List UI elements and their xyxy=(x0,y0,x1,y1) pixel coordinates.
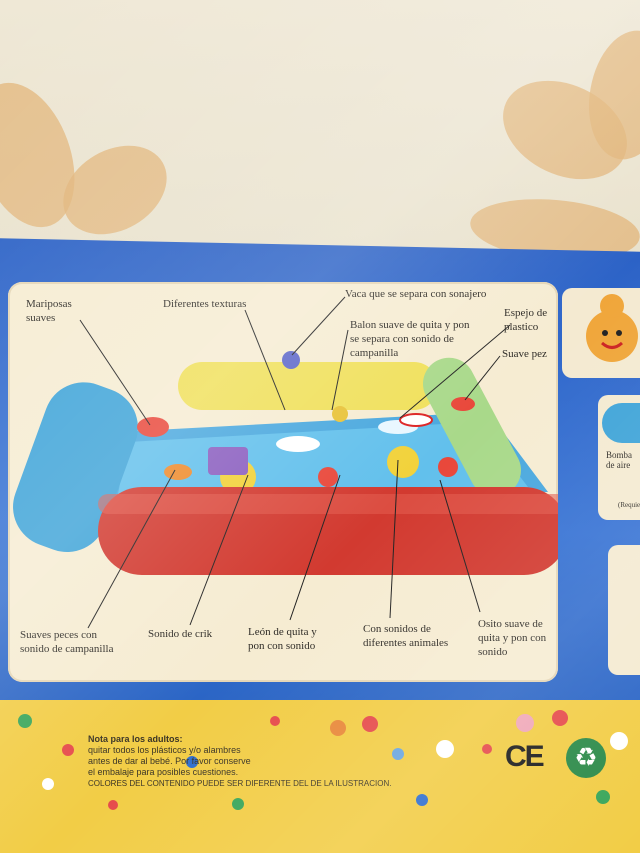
label-balon: Balon suave de quita y pon se separa con… xyxy=(350,319,470,359)
side-card-middle: Bomba de aire (Requie xyxy=(598,395,640,520)
label-mariposas: Mariposas suaves xyxy=(26,298,72,324)
label-pez: Suave pez xyxy=(502,348,547,360)
note-line: el embalaje para posibles cuestiones. xyxy=(88,767,239,777)
label-crik: Sonido de crik xyxy=(148,628,213,640)
confetti-dot xyxy=(552,710,568,726)
confetti-dot xyxy=(62,744,74,756)
confetti-dot xyxy=(516,714,534,732)
confetti-dot xyxy=(270,716,280,726)
playmat-illustration xyxy=(13,351,558,575)
confetti-dot xyxy=(108,800,118,810)
label-requiere: (Requie xyxy=(618,501,640,509)
illustration-panel xyxy=(8,282,558,682)
label-leon: León de quita y pon con sonido xyxy=(248,626,317,652)
confetti-dot xyxy=(596,790,610,804)
label-peces: Suaves peces con sonido de campanilla xyxy=(20,629,114,655)
confetti-dot xyxy=(186,756,198,768)
confetti-dot xyxy=(42,778,54,790)
note-heading: Nota para los adultos: xyxy=(88,734,183,744)
confetti-dot xyxy=(362,716,378,732)
confetti-dot xyxy=(436,740,454,758)
recycle-icon: ♻ xyxy=(566,738,606,778)
label-osito: Osito suave de quita y pon con sonido xyxy=(478,618,547,658)
label-animales: Con sonidos de diferentes animales xyxy=(363,623,449,649)
label-vaca: Vaca que se separa con sonajero xyxy=(345,288,487,300)
confetti-dot xyxy=(330,720,346,736)
confetti-dot xyxy=(482,744,492,754)
confetti-dot xyxy=(18,714,32,728)
note-line: COLORES DEL CONTENIDO PUEDE SER DIFERENT… xyxy=(88,779,392,788)
sun-face-icon xyxy=(586,294,638,362)
confetti-dot xyxy=(610,732,628,750)
confetti-dot xyxy=(392,748,404,760)
label-espejo: Espejo de plastico xyxy=(504,307,548,333)
label-texturas: Diferentes texturas xyxy=(163,298,247,310)
confetti-dot xyxy=(416,794,428,806)
ce-mark: CE xyxy=(505,740,545,773)
confetti-dot xyxy=(232,798,244,810)
side-card-top xyxy=(562,288,640,378)
side-card-bottom xyxy=(608,545,640,675)
note-line: antes de dar al bebé. Por favor conserve xyxy=(88,756,251,766)
adult-note: Nota para los adultos: quitar todos los … xyxy=(88,734,391,789)
label-bomba: Bomba de aire xyxy=(606,450,632,470)
note-line: quitar todos los plásticos y/o alambres xyxy=(88,745,241,755)
